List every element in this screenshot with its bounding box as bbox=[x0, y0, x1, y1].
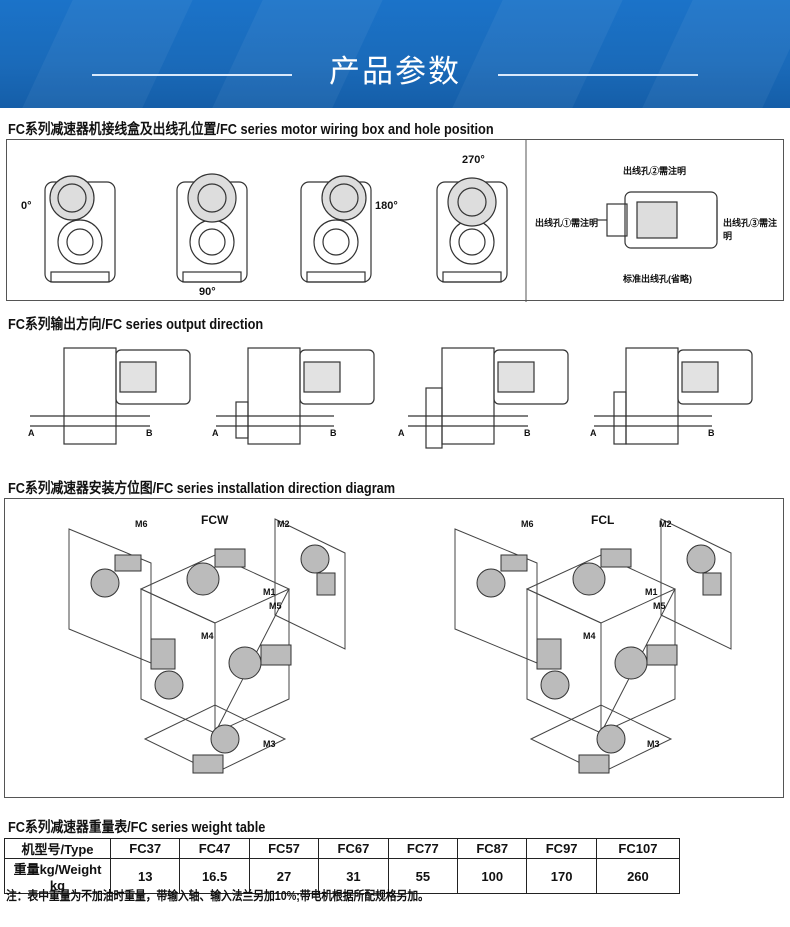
wiring-diagram-svg bbox=[44, 140, 718, 302]
label-a-1: A bbox=[28, 428, 35, 438]
label-angle-270: 270° bbox=[462, 154, 485, 166]
motor-top-view bbox=[597, 191, 718, 249]
gearbox-front-view-180 bbox=[300, 175, 372, 283]
label-m5-fcl: M5 bbox=[653, 601, 666, 611]
label-angle-0: 0° bbox=[21, 200, 32, 212]
label-b-2: B bbox=[330, 428, 337, 438]
footnote: 注：表中重量为不加油时重量，带输入轴、输入法兰另加10%;带电机根据所配规格另加… bbox=[6, 889, 429, 903]
label-m6-fcl: M6 bbox=[521, 519, 534, 529]
section-title-wiring: FC系列减速器机接线盒及出线孔位置/FC series motor wiring… bbox=[8, 122, 494, 138]
label-angle-90: 90° bbox=[199, 286, 216, 298]
output-view-4 bbox=[594, 347, 753, 445]
label-b-4: B bbox=[708, 428, 715, 438]
banner-title: 产品参数 bbox=[329, 54, 461, 90]
label-m1-fcw: M1 bbox=[263, 587, 276, 597]
weight-cell: 260 bbox=[595, 858, 681, 894]
gearbox-front-view-270 bbox=[436, 177, 508, 283]
label-fcw: FCW bbox=[201, 513, 229, 527]
output-view-2 bbox=[216, 347, 375, 445]
label-b-3: B bbox=[524, 428, 531, 438]
section-title-weight: FC系列减速器重量表/FC series weight table bbox=[8, 820, 266, 836]
type-cell: FC107 bbox=[595, 838, 681, 859]
type-cell: FC57 bbox=[248, 838, 320, 859]
table-row-weight: 重量kg/Weight kg 13 16.5 27 31 55 100 170 … bbox=[4, 858, 681, 894]
weight-cell: 27 bbox=[248, 858, 320, 894]
label-a-2: A bbox=[212, 428, 219, 438]
label-m2-fcw: M2 bbox=[277, 519, 290, 529]
weight-cell: 16.5 bbox=[179, 858, 250, 894]
output-view-1 bbox=[30, 347, 191, 445]
label-m2-fcl: M2 bbox=[659, 519, 672, 529]
type-cell: FC97 bbox=[526, 838, 597, 859]
label-hole1: 出线孔①需注明 bbox=[535, 218, 599, 228]
output-view-3 bbox=[408, 347, 569, 449]
gearbox-front-view-0 bbox=[44, 175, 116, 283]
installation-diagram-panel: FCW FCL M6 M2 M1 M5 M4 M3 M6 M2 M1 M5 M4… bbox=[4, 498, 784, 798]
table-row-type: 机型号/Type FC37 FC47 FC57 FC67 FC77 FC87 F… bbox=[4, 838, 681, 859]
output-direction-svg bbox=[30, 347, 753, 449]
output-direction-drawings: A B A B A B A B bbox=[0, 336, 790, 456]
type-cell: FC77 bbox=[387, 838, 459, 859]
installation-diagram-svg bbox=[68, 518, 732, 774]
section-title-output: FC系列输出方向/FC series output direction bbox=[8, 317, 264, 333]
label-m3-fcw: M3 bbox=[263, 739, 276, 749]
label-standard-hole: 标准出线孔(省略) bbox=[623, 274, 692, 284]
weight-cell: 31 bbox=[318, 858, 389, 894]
weight-header: 重量kg/Weight kg bbox=[4, 858, 111, 894]
wiring-diagram-panel: 0° 90° 180° 270° 出线孔②需注明 出线孔①需注明 出线孔③需注明… bbox=[6, 139, 784, 302]
label-m6-fcw: M6 bbox=[135, 519, 148, 529]
banner-line-right bbox=[498, 74, 698, 76]
label-b-1: B bbox=[146, 428, 153, 438]
label-m3-fcl: M3 bbox=[647, 739, 660, 749]
label-hole3: 出线孔③需注明 bbox=[723, 218, 778, 241]
header-banner: 产品参数 bbox=[0, 0, 790, 108]
type-cell: FC47 bbox=[179, 838, 250, 859]
type-cell: FC37 bbox=[109, 838, 181, 859]
label-a-3: A bbox=[398, 428, 405, 438]
label-hole2: 出线孔②需注明 bbox=[623, 166, 687, 176]
weight-cell: 13 bbox=[109, 858, 181, 894]
banner-line-left bbox=[92, 74, 292, 76]
label-m5-fcw: M5 bbox=[269, 601, 282, 611]
weight-cell: 100 bbox=[457, 858, 528, 894]
label-m1-fcl: M1 bbox=[645, 587, 658, 597]
section-title-installation: FC系列减速器安装方位图/FC series installation dire… bbox=[8, 481, 396, 497]
weight-table: 机型号/Type FC37 FC47 FC57 FC67 FC77 FC87 F… bbox=[4, 838, 681, 894]
weight-cell: 170 bbox=[526, 858, 597, 894]
label-a-4: A bbox=[590, 428, 597, 438]
label-m4-fcw: M4 bbox=[201, 631, 214, 641]
weight-cell: 55 bbox=[387, 858, 459, 894]
label-m4-fcl: M4 bbox=[583, 631, 596, 641]
gearbox-front-view-90 bbox=[176, 173, 248, 283]
label-angle-180: 180° bbox=[375, 200, 398, 212]
type-cell: FC67 bbox=[318, 838, 389, 859]
type-cell: FC87 bbox=[457, 838, 528, 859]
type-header: 机型号/Type bbox=[4, 838, 111, 859]
label-fcl: FCL bbox=[591, 513, 615, 527]
